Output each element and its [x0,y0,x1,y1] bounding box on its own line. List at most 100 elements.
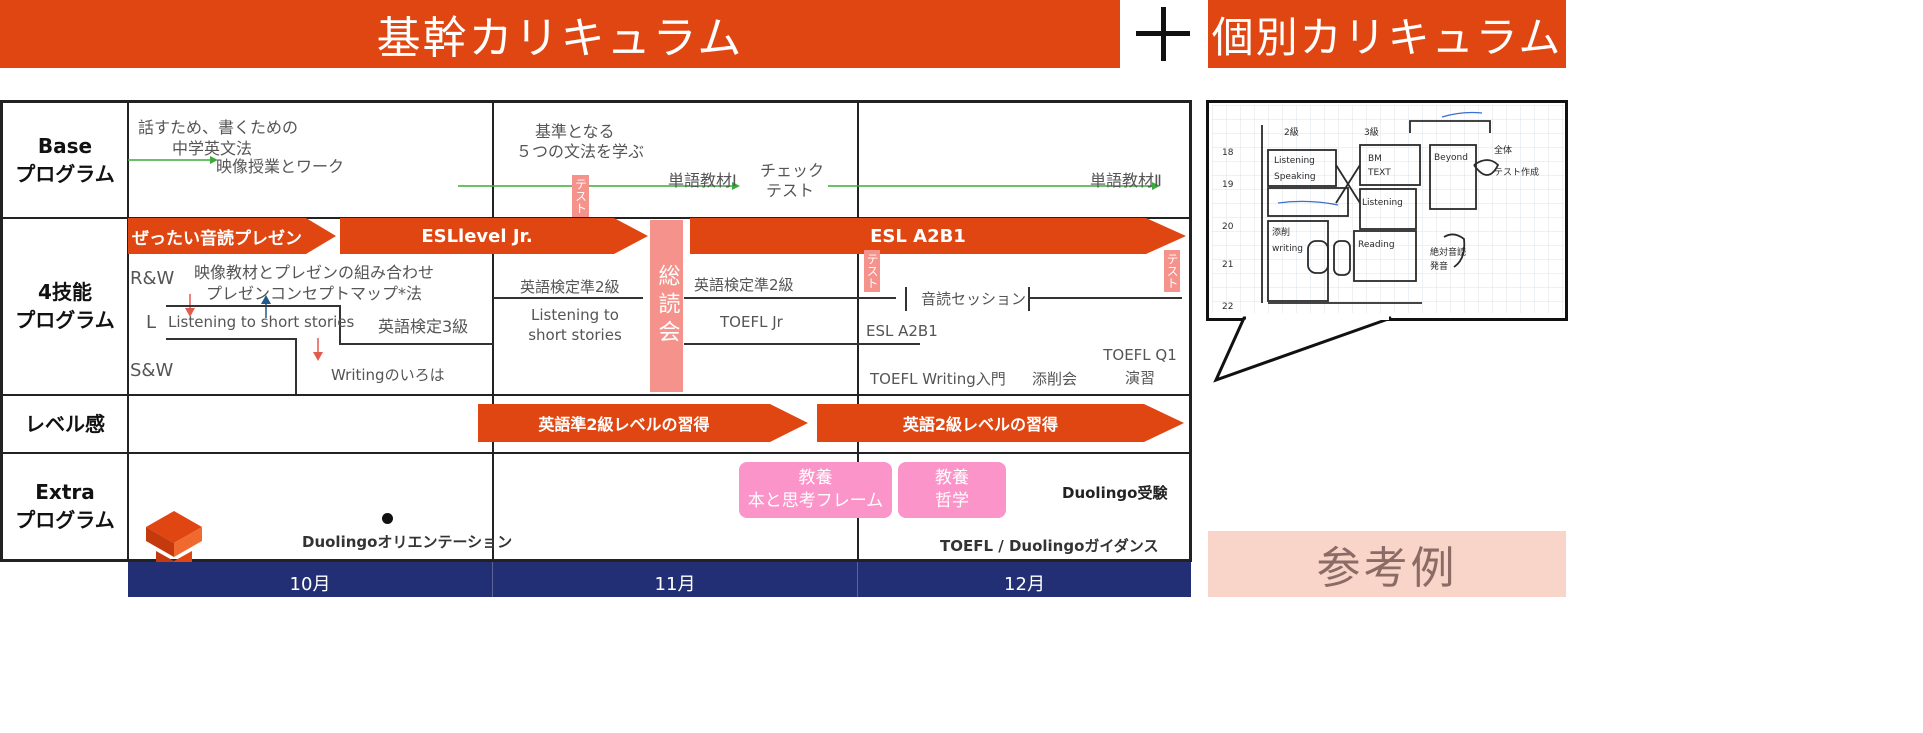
arrow-level-pre2-head [770,404,808,442]
base-green-arrow-vocab1 [458,182,740,190]
eiken-pre2-line [684,297,896,299]
arrow-esl-jr: ESLlevel Jr. [340,218,648,254]
arrow-esl-jr-head [614,218,648,254]
base-green-arrow-oct [128,156,218,164]
arrow-zettai-body: ぜったい音読プレゼン [128,218,306,254]
label-l: L [146,312,157,333]
svg-text:Beyond: Beyond [1434,153,1468,163]
kyoyo-philosophy-box: 教養 哲学 [898,462,1006,518]
arrow-level-2: 英語2級レベルの習得 [817,404,1184,442]
dec-test-tag-left: テスト [864,250,880,292]
listening-right-line [339,305,341,343]
arrow-esl-a2b1-head [1146,218,1186,254]
arrow-esl-a2b1: ESL A2B1 [690,218,1186,254]
listening-step-line [339,343,493,345]
svg-text:発音: 発音 [1430,260,1448,272]
grid-left [0,100,3,562]
grid-col2 [492,100,494,562]
eiken3-text: 英語検定3級 [378,317,469,336]
arrow-down-red-2 [313,338,323,361]
plus-icon-vertical [1161,7,1166,61]
row-header-extra: Extra プログラム [3,453,127,559]
arrow-level-2-body: 英語2級レベルの習得 [817,404,1144,442]
svg-text:Listening: Listening [1362,198,1403,208]
toefl-duolingo-guidance-text: TOEFL / Duolingoガイダンス [940,537,1159,555]
arrow-esl-jr-body: ESLlevel Jr. [340,218,614,254]
esl-a2b1-text: ESL A2B1 [866,322,938,340]
arrow-esl-a2b1-body: ESL A2B1 [690,218,1146,254]
soudoku-block: 総読会 [650,220,683,392]
duolingo-exam-text: Duolingo受験 [1062,484,1168,502]
svg-text:writing: writing [1272,244,1303,254]
core-curriculum-banner: 基幹カリキュラム [0,0,1120,68]
kyoyo-philosophy-sub: 哲学 [935,491,969,511]
grid-row1 [0,217,1191,219]
grid-bottom [0,559,1191,562]
svg-text:20: 20 [1222,222,1234,232]
month-nov: 11月 [654,574,696,595]
row-header-four-skills: 4技能 プログラム [3,218,127,394]
row-header-base: Base プログラム [3,103,127,217]
dec-test-tag-right: テスト [1164,250,1180,292]
kyoyo-book-sub: 本と思考フレーム [747,491,884,511]
base-vocab1: 単語教材Ⅰ [668,171,737,190]
svg-text:18: 18 [1222,148,1234,158]
svg-text:Listening: Listening [1274,156,1315,166]
month-divider-2 [857,562,858,597]
base-vocab2: 単語教材Ⅱ [1090,171,1162,190]
arrow-level-pre2: 英語準2級レベルの習得 [478,404,808,442]
base-oct-line3: 映像授業とワーク [216,157,345,176]
listening-text: Listening to short stories [168,313,355,331]
toefl-jr-text: TOEFL Jr [720,313,783,331]
grid-row2 [0,394,1191,396]
nov-listening-2: short stories [528,326,622,344]
row-header-level: レベル感 [3,395,127,452]
base-test-tag: テスト [572,175,589,217]
label-sw: S&W [130,360,174,381]
base-oct-line2: 中学英文法 [172,139,253,158]
nov-listening-1: Listening to [531,306,619,324]
svg-text:テスト作成: テスト作成 [1494,166,1539,178]
listening-top-line [166,305,340,307]
row-header-base-2: プログラム [15,162,115,186]
logo-icon [146,511,202,583]
grid-right [1189,100,1192,562]
eiken-pre2-tick [905,287,907,311]
grid-row3 [0,452,1191,454]
svg-text:Reading: Reading [1358,240,1395,250]
reference-example-box: 参考例 [1208,531,1566,597]
month-oct: 10月 [289,574,331,595]
duolingo-orientation-text: Duolingoオリエンテーション [302,533,513,551]
tensaku-text: 添削会 [1032,370,1078,388]
orientation-dot-icon [382,513,393,524]
row-header-level-1: レベル感 [25,411,105,436]
ondoku-line [1028,297,1182,299]
base-oct-line1: 話すため、書くための [138,118,299,137]
month-dec: 12月 [1004,574,1045,595]
arrow-level-2-head [1144,404,1184,442]
base-green-arrow-vocab2 [828,182,1160,190]
individual-curriculum-banner: 個別カリキュラム [1208,0,1566,68]
svg-text:BM: BM [1368,154,1382,164]
svg-text:2級: 2級 [1284,126,1299,138]
row-header-four-skills-2: プログラム [15,308,115,332]
svg-text:添削: 添削 [1272,226,1290,238]
svg-text:19: 19 [1222,180,1234,190]
month-divider-1 [492,562,493,597]
ondoku-session-text: 音読セッション [921,290,1027,308]
kyoyo-philosophy-title: 教養 [935,468,969,488]
arrow-zettai-head [306,218,336,254]
grid-col3 [857,100,859,562]
kyoyo-book-box: 教養 本と思考フレーム [739,462,892,518]
base-nov-line2: ５つの文法を学ぶ [516,142,645,161]
svg-text:絶対音読: 絶対音読 [1430,246,1466,258]
kyoyo-book-title: 教養 [798,468,833,488]
eiken-pre2-dec: 英語検定準2級 [694,276,794,294]
arrow-zettai-ondoku: ぜったい音読プレゼン [128,218,336,254]
sw-top-line [166,338,296,340]
arrow-level-pre2-body: 英語準2級レベルの習得 [478,404,770,442]
svg-text:3級: 3級 [1364,126,1379,138]
grid-col1 [127,100,129,562]
nov-divider-line [493,297,643,299]
row-header-base-1: Base [37,134,93,158]
